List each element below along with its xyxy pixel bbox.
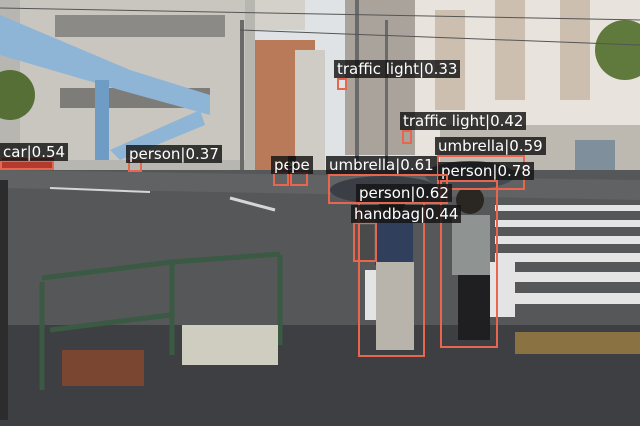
detection-box-person-partial: [273, 172, 289, 186]
detection-label-traffic-light: traffic light|0.33: [334, 60, 461, 78]
detection-box-traffic-light: [402, 130, 412, 144]
detection-label-person: person|0.78: [438, 162, 534, 180]
detection-box-person-partial: [290, 172, 308, 186]
detection-label-person-partial: pe: [288, 156, 313, 174]
detection-box-car: [0, 160, 54, 170]
detection-label-umbrella: umbrella|0.61: [326, 156, 437, 174]
detection-box-traffic-light: [337, 78, 347, 90]
detection-label-handbag: handbag|0.44: [351, 205, 462, 223]
detection-label-person: person|0.62: [356, 184, 452, 202]
detection-box-person: [358, 202, 425, 357]
detection-label-traffic-light: traffic light|0.42: [400, 112, 527, 130]
detection-label-car: car|0.54: [0, 143, 69, 161]
detection-label-person: person|0.37: [126, 145, 222, 163]
detection-box-person: [440, 180, 498, 348]
detection-label-umbrella: umbrella|0.59: [435, 137, 546, 155]
detection-box-handbag: [353, 222, 377, 262]
